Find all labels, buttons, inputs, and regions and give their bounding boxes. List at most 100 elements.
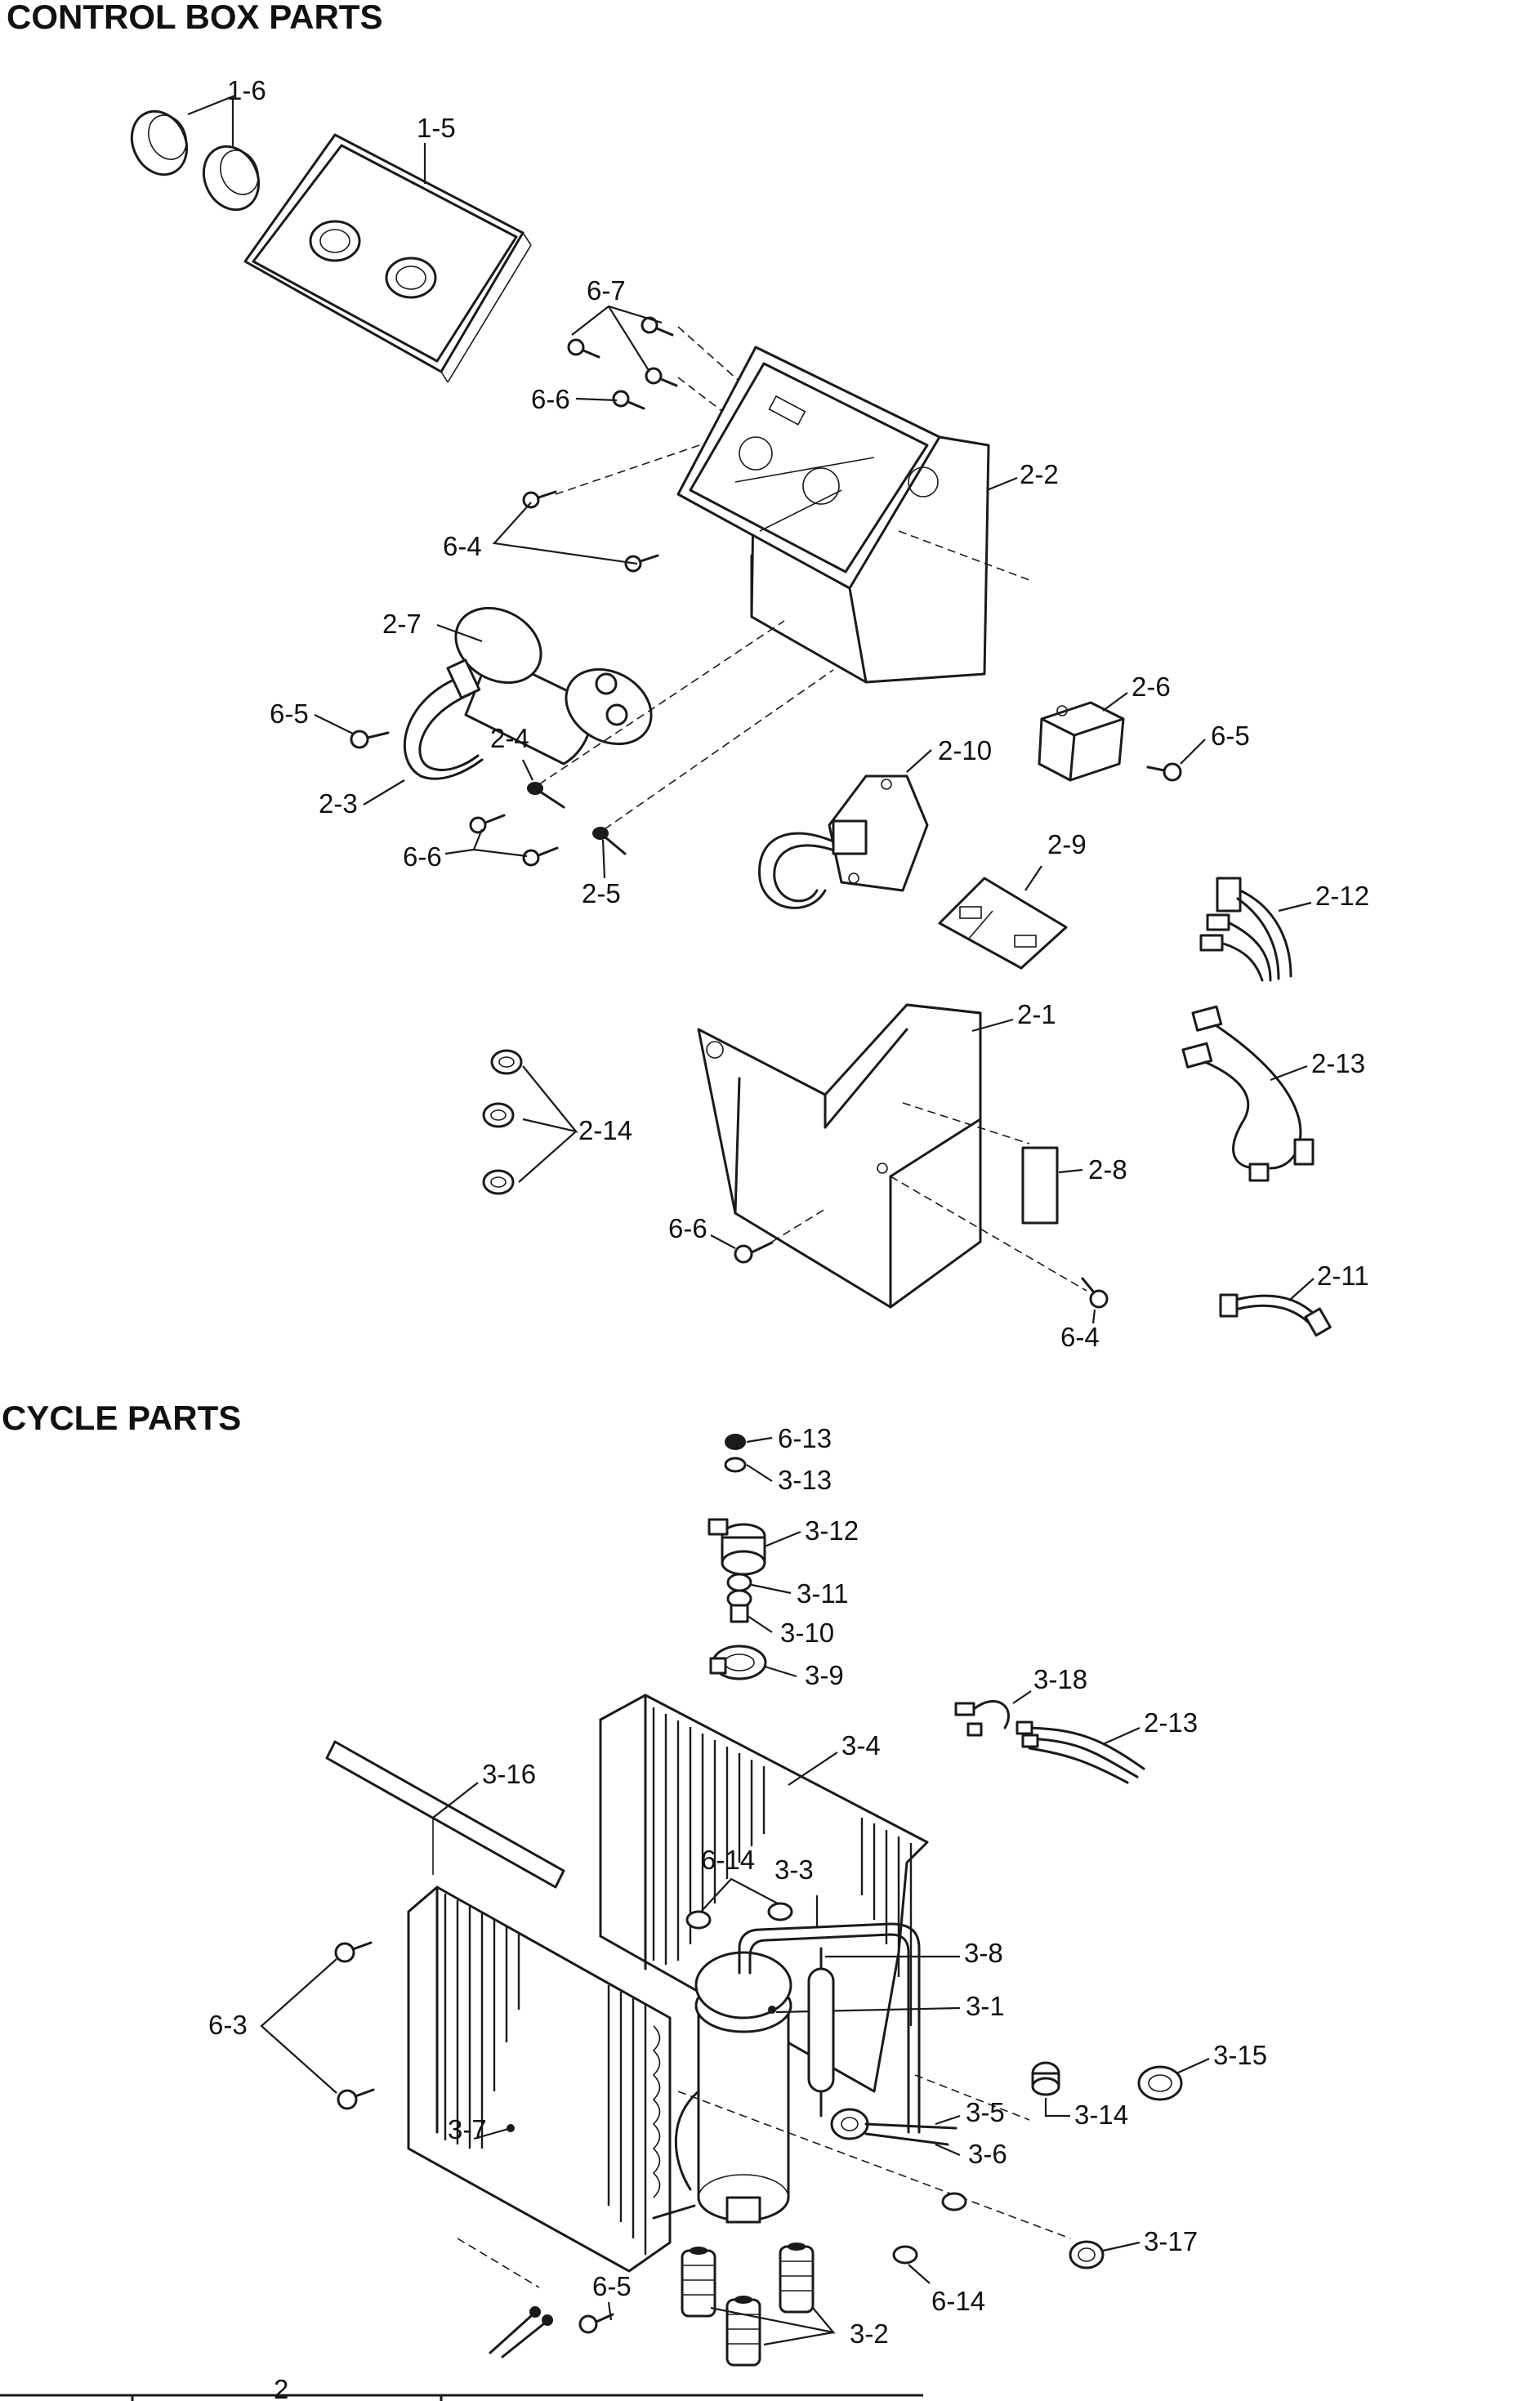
callout-2-13: 2-13: [1144, 1707, 1198, 1738]
part-control-panel: [243, 133, 532, 383]
leader-3-18: [1012, 1690, 1032, 1704]
callout-3-3: 3-3: [774, 1854, 814, 1885]
part-wire-harness: [1199, 877, 1292, 982]
leader-6-14: [700, 1877, 779, 1912]
callout-1-5: 1-5: [417, 113, 456, 143]
part-compressor-mount: [681, 2243, 815, 2367]
callout-3-6: 3-6: [968, 2139, 1007, 2169]
part-sensor-clip: [954, 1700, 1010, 1737]
leader-1-6: [187, 95, 234, 147]
leader-3-10: [747, 1615, 773, 1633]
callout-2-12: 2-12: [1315, 881, 1369, 911]
callout-6-4: 6-4: [1060, 1322, 1100, 1352]
part-seal-strip: [325, 1740, 565, 1889]
callout-2-10: 2-10: [938, 735, 992, 765]
callout-3-13: 3-13: [778, 1465, 832, 1495]
leader-3-17: [1102, 2241, 1140, 2252]
leader-2-3: [363, 779, 405, 806]
leader-6-5: [1180, 739, 1206, 765]
callout-3-10: 3-10: [780, 1618, 834, 1648]
part-screw: [350, 730, 390, 749]
part-screw: [734, 1241, 774, 1264]
callout-6-14: 6-14: [701, 1845, 755, 1875]
leader-2-13: [1102, 1726, 1140, 1746]
leader-2-2: [986, 476, 1018, 492]
part-screw: [469, 814, 559, 867]
leader-2-8: [1058, 1168, 1083, 1174]
callout-2-2: 2-2: [1020, 459, 1059, 489]
leader-2-5: [601, 839, 606, 879]
callout-6-5: 6-5: [270, 698, 309, 729]
leader-3-9: [764, 1665, 797, 1678]
part-compressor: [694, 1951, 792, 2224]
callout-2-5: 2-5: [582, 878, 621, 908]
callout-3-11: 3-11: [797, 1578, 849, 1609]
part-service-valve: [830, 2108, 957, 2146]
part-screw: [1146, 762, 1182, 782]
callout-labels: 1-6 1-5 6-7 6-6 2-2 6-4 2-7 6-5 2-4 2-3 …: [208, 75, 1369, 2349]
part-discharge-pipe: [738, 1922, 921, 2134]
callout-3-14: 3-14: [1074, 2100, 1128, 2130]
leader-3-12: [764, 1530, 801, 1548]
callout-3-4: 3-4: [841, 1730, 881, 1761]
part-grommet: [892, 2192, 967, 2265]
part-valve-stack: [708, 1434, 767, 1680]
leader-3-7: [473, 2127, 509, 2140]
part-screw: [1081, 1277, 1109, 1309]
callout-6-6: 6-6: [668, 1213, 708, 1243]
leader-3-13: [746, 1464, 773, 1482]
part-screw: [334, 1941, 375, 2110]
leader-2-10: [906, 749, 932, 773]
part-terminal: [527, 782, 627, 855]
leader-6-5: [607, 2301, 613, 2321]
callout-2-8: 2-8: [1088, 1154, 1127, 1185]
part-outdoor-coil: [599, 1694, 929, 2093]
part-grommet: [685, 1902, 793, 1930]
callout-2-1: 2-1: [1017, 999, 1056, 1029]
callout-2-14: 2-14: [578, 1115, 632, 1145]
leader-6-13: [746, 1436, 773, 1444]
part-thermostat: [758, 774, 929, 909]
callout-3-8: 3-8: [964, 1938, 1003, 1968]
leader-2-11: [1290, 1278, 1315, 1300]
callout-2-6: 2-6: [1132, 672, 1171, 702]
leader-2-7: [436, 623, 483, 643]
callout-2-13: 2-13: [1311, 1048, 1365, 1078]
callout-6-6: 6-6: [403, 841, 442, 872]
callout-2-4: 2-4: [490, 723, 529, 753]
callout-6-6: 6-6: [531, 384, 570, 414]
callout-2-11: 2-11: [1317, 1261, 1369, 1291]
part-wire-clamp: [482, 1049, 523, 1195]
callout-6-5: 6-5: [592, 2271, 632, 2301]
leader-2-14: [522, 1065, 578, 1133]
part-accumulator: [807, 1947, 835, 2118]
leader-6-4: [1091, 1309, 1096, 1324]
part-screw: [489, 2306, 614, 2359]
part-indoor-coil: [407, 1886, 672, 2273]
part-suction-pipe: [674, 2090, 700, 2191]
leader-3-16: [432, 1782, 479, 1819]
leader-2-12: [1278, 901, 1312, 913]
part-wire-clamp: [1069, 2240, 1105, 2269]
leader-6-4: [492, 502, 638, 565]
part-pipe-clamp: [1031, 2061, 1060, 2096]
part-control-box-bracket: [676, 346, 1030, 684]
leader-3-6: [935, 2143, 961, 2157]
leader-3-15: [1176, 2057, 1210, 2075]
part-wire-assembly: [1181, 1005, 1315, 1182]
leader-3-14: [1044, 2098, 1070, 2118]
callout-6-4: 6-4: [443, 531, 482, 561]
callout-3-1: 3-1: [966, 1991, 1005, 2021]
leader-2-1: [971, 1018, 1014, 1033]
leader-2-9: [1024, 865, 1042, 891]
part-capacitor: [454, 606, 653, 765]
leader-3-4: [788, 1752, 838, 1786]
callout-3-12: 3-12: [805, 1515, 859, 1546]
part-screw: [522, 316, 678, 573]
part-knob: [130, 109, 261, 212]
part-relief-wire: [1219, 1293, 1332, 1337]
part-terminal-plate: [938, 877, 1068, 970]
leader-6-6: [575, 397, 618, 402]
part-wire-assembly: [1016, 1720, 1145, 1784]
